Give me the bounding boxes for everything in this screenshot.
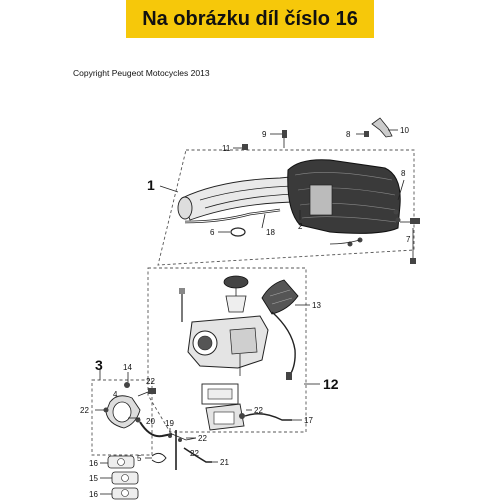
callout-16-upper: 16 (89, 459, 98, 468)
callout-10: 10 (400, 126, 409, 135)
callout-22-a: 22 (80, 406, 89, 415)
screw-11 (233, 144, 248, 150)
callout-5: 5 (137, 454, 142, 463)
banner-title: Na obrázku díl číslo 16 (142, 7, 358, 30)
callout-16-lower: 16 (89, 490, 98, 499)
callout-19: 19 (165, 419, 174, 428)
gasket-16-upper (107, 455, 135, 469)
air-filter-housing (177, 159, 401, 234)
gasket-16-lower (111, 487, 139, 500)
callout-18: 18 (266, 228, 275, 237)
callout-21: 21 (220, 458, 229, 467)
intake-manifold-3 (103, 382, 156, 429)
callout-11: 11 (222, 144, 231, 153)
clip-5 (151, 452, 167, 464)
gasket-15 (111, 471, 139, 485)
callout-1: 1 (147, 177, 155, 193)
bracket-10 (371, 117, 398, 138)
screws-8-right (329, 209, 401, 247)
copyright-text: Copyright Peugeot Motocycles 2013 (73, 68, 210, 78)
callout-2: 2 (298, 222, 303, 231)
callout-17: 17 (304, 416, 313, 425)
float-bowl-kit (201, 383, 302, 431)
callout-3: 3 (95, 357, 103, 373)
callout-22-e: 22 (254, 406, 263, 415)
callout-9: 9 (262, 130, 267, 139)
group-box-intake (91, 379, 153, 456)
callout-6: 6 (210, 228, 215, 237)
callout-15: 15 (89, 474, 98, 483)
callout-12: 12 (323, 376, 339, 392)
callout-20: 20 (146, 417, 155, 426)
callout-22-c: 22 (198, 434, 207, 443)
title-banner: Na obrázku díl číslo 16 (126, 0, 374, 38)
group-box-air-filter (157, 149, 415, 266)
callout-8-top: 8 (346, 130, 351, 139)
screw-9 (270, 130, 287, 148)
carburetor-body (179, 275, 269, 376)
screw-8-top (356, 131, 369, 137)
hoses-lower (139, 421, 212, 470)
auto-choke-13 (261, 279, 310, 380)
callout-13: 13 (312, 301, 321, 310)
callout-14: 14 (123, 363, 132, 372)
callout-7: 7 (406, 235, 411, 244)
screw-7 (400, 218, 420, 264)
callout-22-d: 22 (190, 449, 199, 458)
callout-22-b: 22 (146, 377, 155, 386)
clamp-6 (218, 227, 246, 237)
callout-4: 4 (113, 390, 118, 399)
callout-8-right: 8 (401, 169, 406, 178)
